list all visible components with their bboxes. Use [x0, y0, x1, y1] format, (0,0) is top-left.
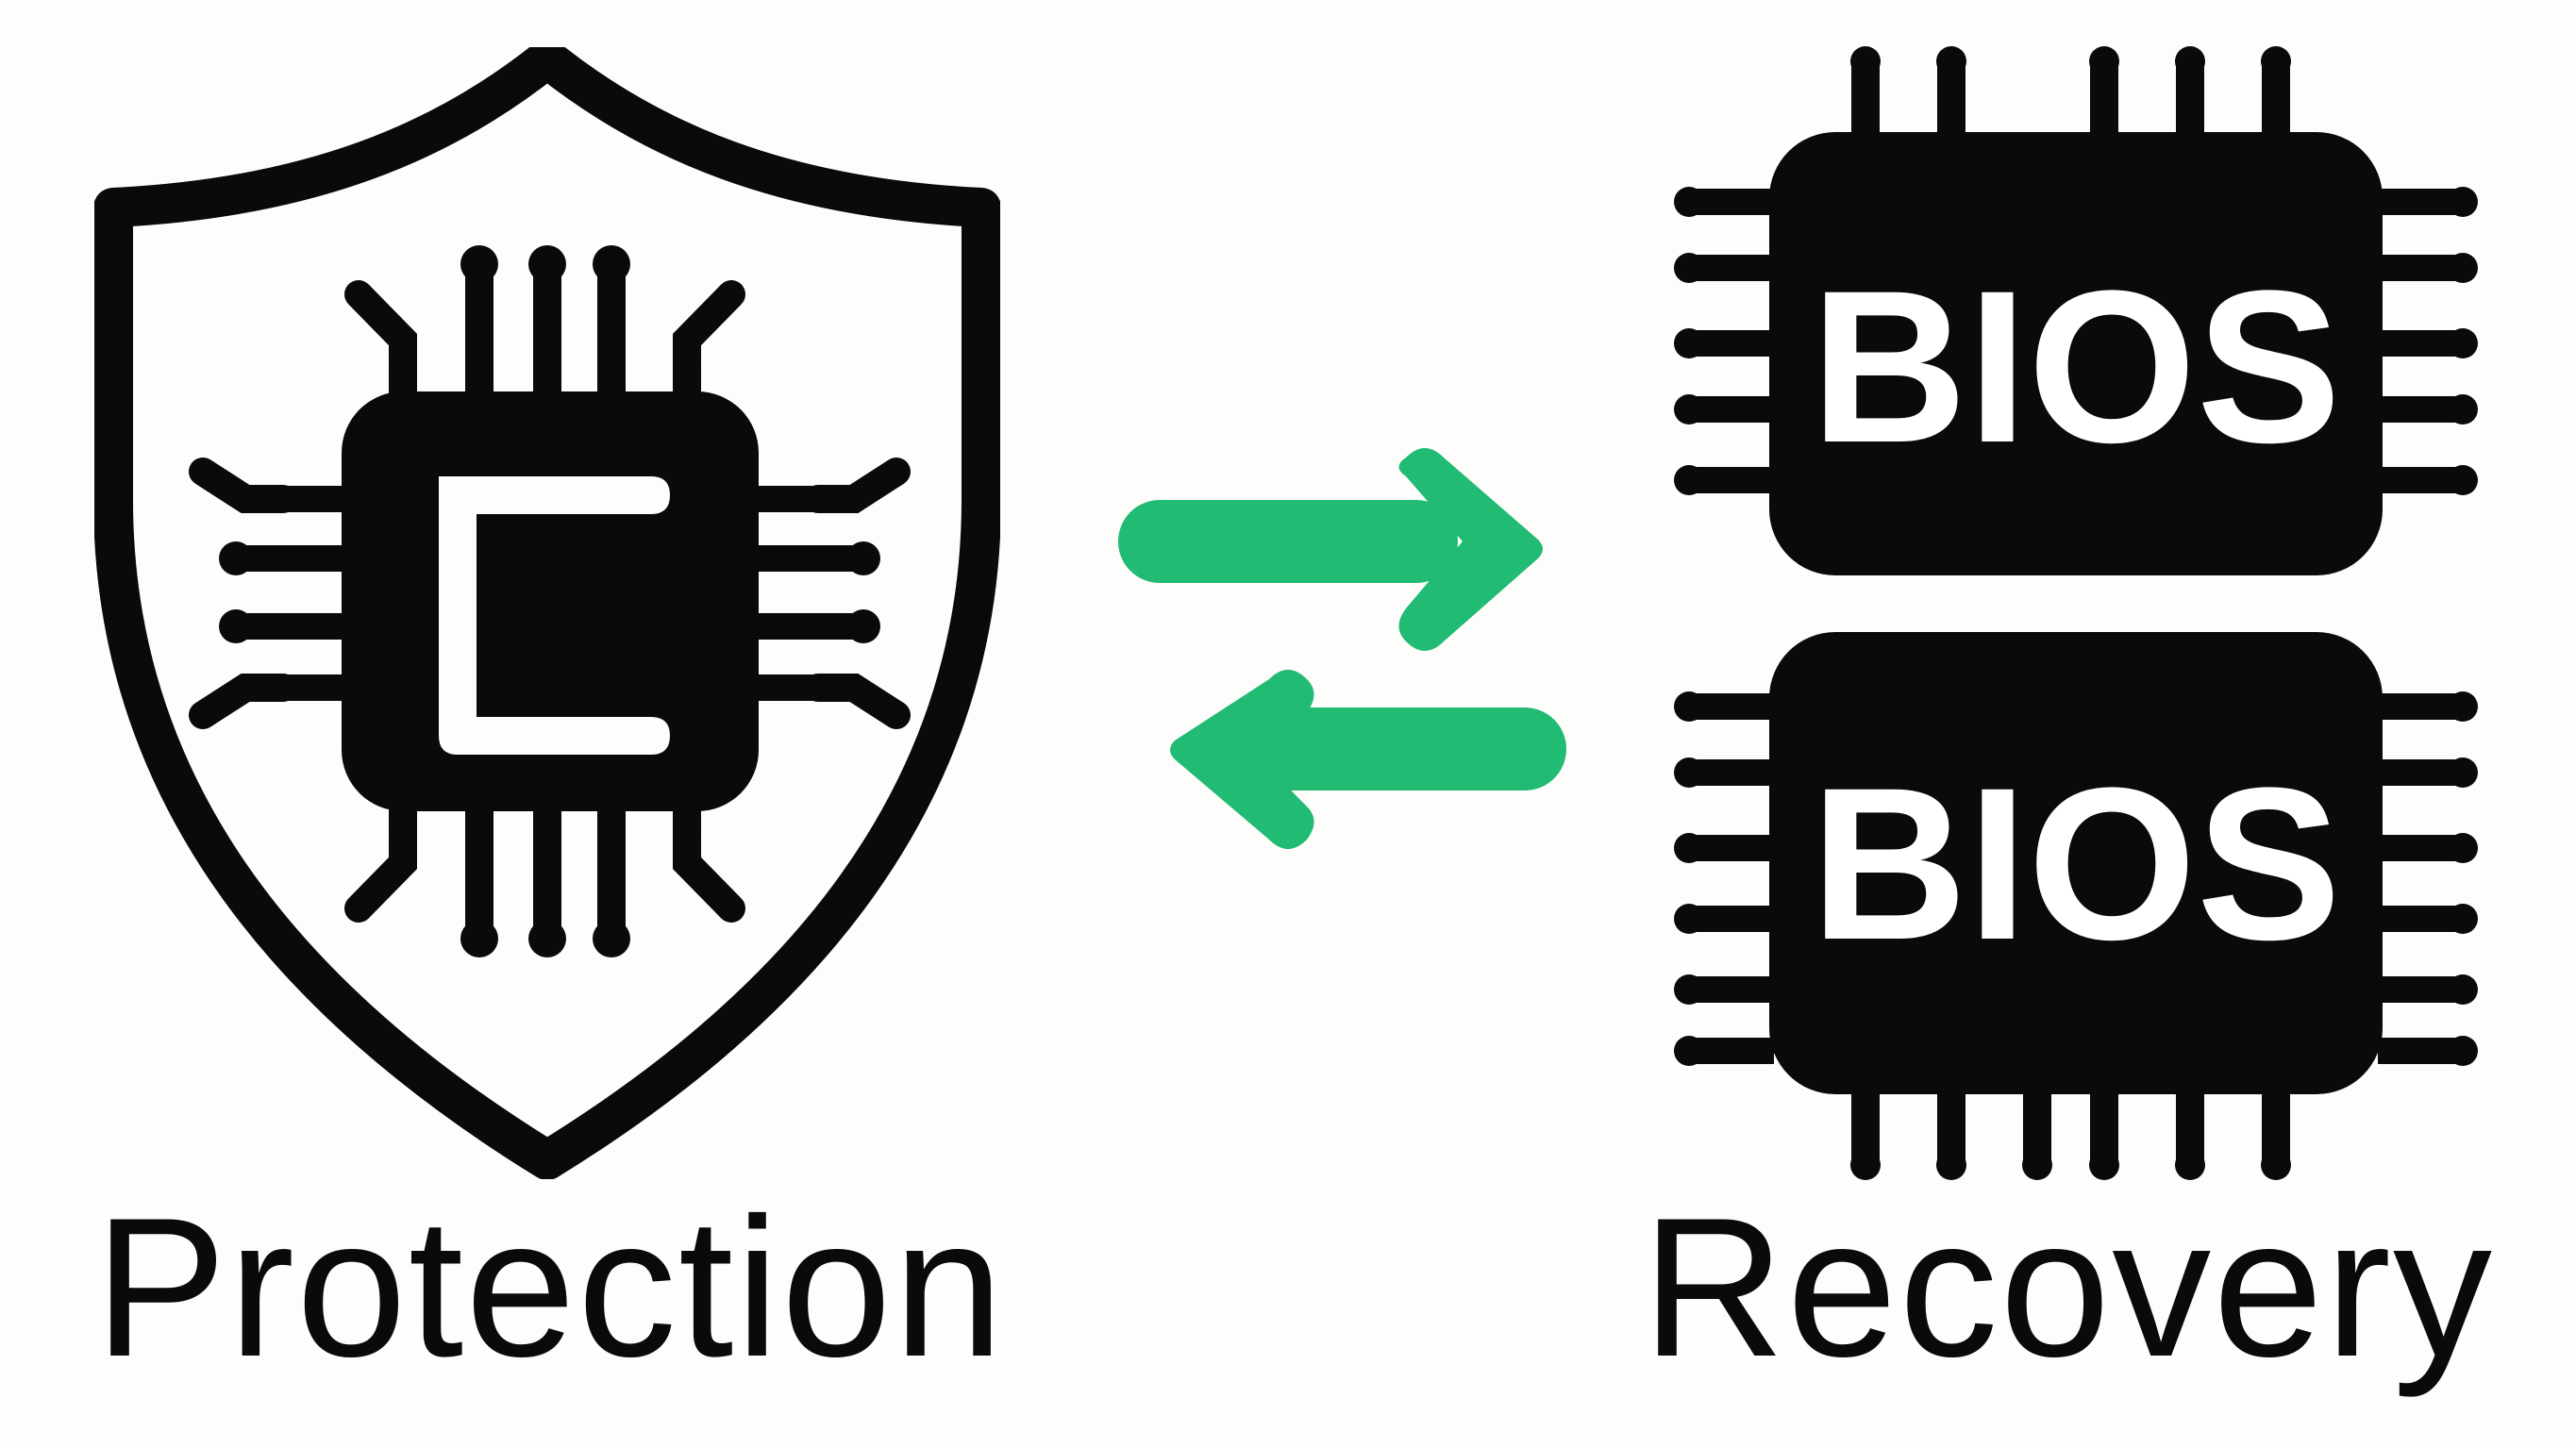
bios-label-top: BIOS	[1811, 245, 2341, 488]
recovery-caption: Recovery	[1642, 1176, 2494, 1398]
bios-chip-icon: BIOS	[1674, 632, 2478, 1180]
bios-chip-bottom: BIOS	[1670, 623, 2482, 1189]
shield-chip-group	[94, 47, 1000, 1179]
protection-caption: Protection	[94, 1176, 1006, 1398]
shield-icon	[94, 47, 1000, 1179]
bios-label-bottom: BIOS	[1811, 742, 2341, 985]
bidirectional-arrows-icon	[1104, 424, 1576, 877]
chip-icon	[189, 245, 911, 957]
bios-chip-top: BIOS	[1670, 42, 2482, 590]
bios-chip-icon: BIOS	[1674, 46, 2478, 575]
